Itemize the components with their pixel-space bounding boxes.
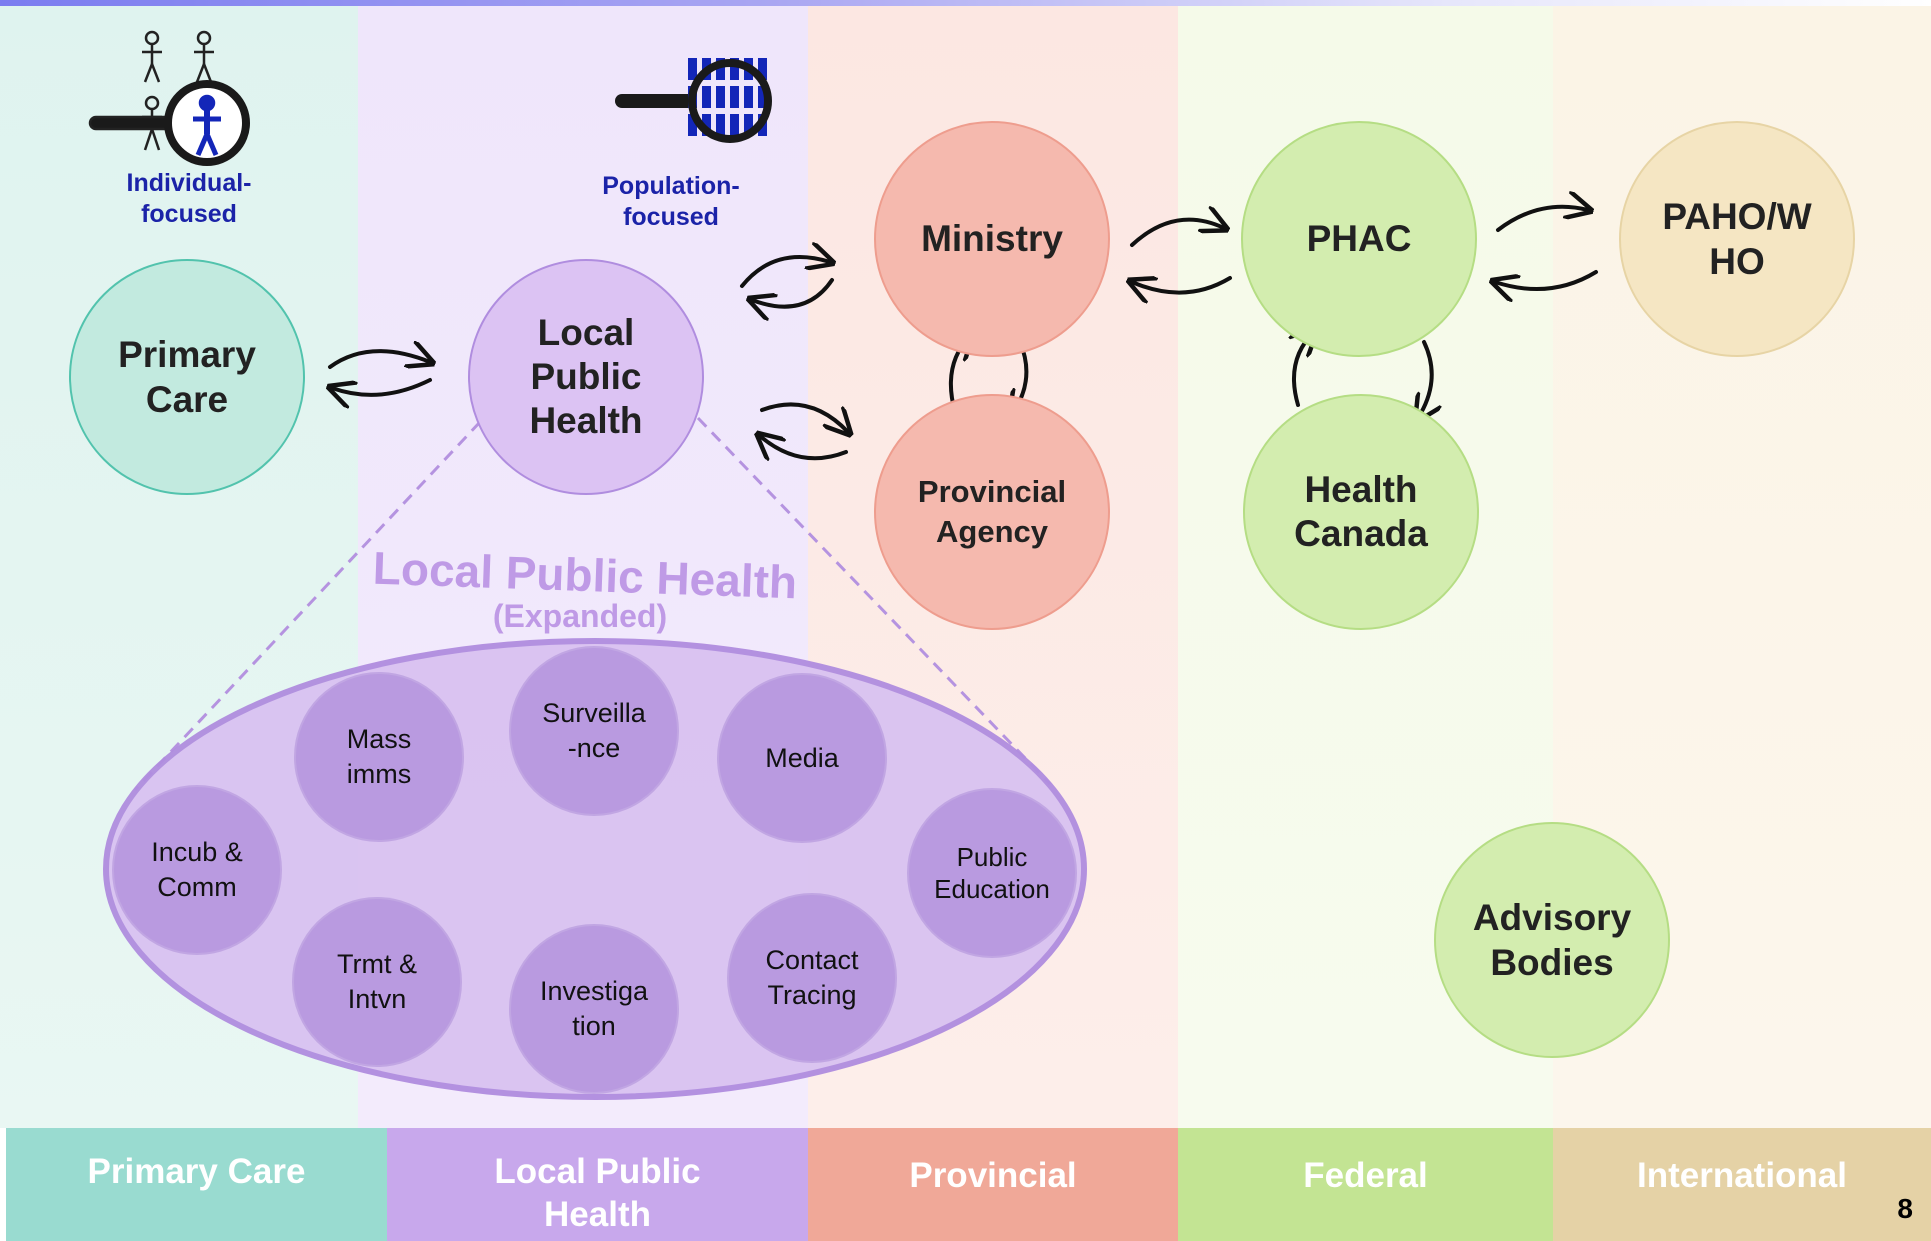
top-accent-bar (0, 0, 1931, 6)
page-number: 8 (1897, 1193, 1913, 1224)
surveillance-circle: Surveilla -nce (509, 646, 679, 816)
advisory-bodies-node: Advisory Bodies (1434, 822, 1670, 1058)
provincial-agency-node: Provincial Agency (874, 394, 1110, 630)
footer-primary-care: Primary Care (6, 1128, 387, 1241)
incub-comm-circle: Incub & Comm (112, 785, 282, 955)
local-public-health-node: Local Public Health (468, 259, 704, 495)
primary-care-label: Primary Care (118, 334, 256, 420)
advisory-bodies-label: Advisory Bodies (1472, 897, 1632, 983)
local-public-health-label: Local Public Health (529, 312, 643, 441)
footer-primary-care-label: Primary Care (87, 1152, 306, 1191)
paho-who-label: PAHO/W HO (1662, 196, 1812, 282)
health-canada-label: Health Canada (1294, 469, 1428, 554)
arrow-agency-to-lph (760, 436, 848, 458)
arrow-phac-to-paho (1496, 207, 1588, 232)
provincial-agency-label: Provincial Agency (917, 474, 1067, 549)
contact-tracing-label: Contact Tracing (765, 945, 859, 1010)
paho-who-node: PAHO/W HO (1619, 121, 1855, 357)
public-education-label: Public Education (934, 842, 1050, 904)
footer-local-public-health-label: Local Public Health (494, 1152, 701, 1234)
ministry-label: Ministry (921, 218, 1063, 259)
investigation-circle: Investiga tion (509, 924, 679, 1094)
health-canada-node: Health Canada (1243, 394, 1479, 630)
zoom-line-right (696, 416, 1052, 786)
individual-magnifier-icon (88, 30, 250, 166)
arrow-lph-to-ministry (740, 257, 830, 288)
incub-comm-label: Incub & Comm (151, 837, 243, 902)
footer-international: International (1553, 1128, 1931, 1241)
trmt-intvn-circle: Trmt & Intvn (292, 897, 462, 1067)
ministry-node: Ministry (874, 121, 1110, 357)
footer-local-public-health: Local Public Health (387, 1128, 808, 1241)
public-education-circle: Public Education (907, 788, 1077, 958)
footer-provincial: Provincial (808, 1128, 1178, 1241)
arrow-primary-to-lph (328, 351, 430, 369)
phac-node: PHAC (1241, 121, 1477, 357)
trmt-intvn-label: Trmt & Intvn (337, 949, 417, 1014)
individual-focused-caption: Individual- focused (126, 169, 252, 228)
surveillance-label: Surveilla -nce (542, 698, 646, 763)
arrow-phac-to-ministry (1132, 278, 1232, 293)
mass-imms-label: Mass imms (346, 724, 412, 789)
arrow-ministry-to-lph (752, 278, 834, 307)
primary-care-node: Primary Care (69, 259, 305, 495)
phac-label: PHAC (1306, 218, 1412, 259)
zoom-line-left (133, 420, 482, 792)
media-label: Media (765, 742, 839, 773)
arrow-phac-to-canada (1418, 340, 1432, 418)
arrow-lph-to-primary (332, 378, 432, 395)
footer-international-label: International (1636, 1156, 1848, 1195)
population-focused-caption: Population- focused (602, 172, 740, 231)
expanded-subtitle: (Expanded) (492, 598, 668, 634)
footer-federal: Federal (1178, 1128, 1553, 1241)
footer-federal-label: Federal (1303, 1156, 1428, 1195)
media-circle: Media (717, 673, 887, 843)
arrow-paho-to-phac (1495, 270, 1598, 289)
population-magnifier-icon (615, 58, 772, 143)
mass-imms-circle: Mass imms (294, 672, 464, 842)
arrow-ministry-to-phac (1130, 220, 1224, 247)
arrow-lph-to-agency (760, 402, 848, 432)
footer-provincial-label: Provincial (909, 1156, 1077, 1195)
contact-tracing-circle: Contact Tracing (727, 893, 897, 1063)
investigation-label: Investiga tion (539, 976, 649, 1041)
